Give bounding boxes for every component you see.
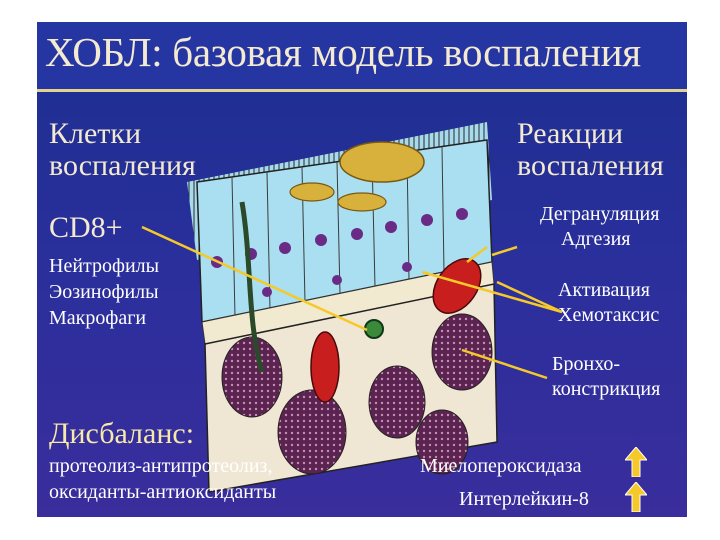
reaction-degranulation: Дегрануляция (540, 203, 660, 225)
slide-title: ХОБЛ: базовая модель воспаления (45, 29, 641, 75)
right-heading-line2: воспаления (517, 149, 664, 182)
up-arrow-icon (625, 482, 647, 512)
imbalance-item-2: оксиданты-антиоксиданты (49, 481, 277, 503)
cell-eosinophils: Эозинофилы (49, 281, 159, 303)
cells-heading: CD8+ (49, 211, 123, 244)
reaction-constriction: констрикция (552, 378, 661, 400)
marker-myeloperoxidase: Миелопероксидаза (420, 455, 582, 477)
reaction-broncho: Бронхо- (552, 353, 621, 375)
imbalance-heading: Дисбаланс: (49, 417, 195, 450)
airway-tissue-illustration (141, 122, 563, 493)
up-arrow-icon (625, 447, 647, 477)
left-heading-line2: воспаления (49, 149, 196, 182)
reaction-adhesion: Адгезия (561, 228, 631, 250)
title-divider (37, 89, 687, 92)
left-heading-line1: Клетки (49, 117, 142, 150)
cell-macrophages: Макрофаги (49, 307, 147, 329)
slide: ХОБЛ: базовая модель воспаления (37, 22, 687, 517)
marker-interleukin8: Интерлейкин-8 (459, 488, 589, 510)
reaction-chemotaxis: Хемотаксис (558, 304, 660, 326)
imbalance-item-1: протеолиз-антипротеолиз, (49, 455, 273, 477)
reaction-activation: Активация (558, 279, 651, 301)
cell-neutrophils: Нейтрофилы (49, 255, 160, 277)
title-band (37, 22, 687, 89)
right-heading-line1: Реакции (517, 117, 624, 150)
